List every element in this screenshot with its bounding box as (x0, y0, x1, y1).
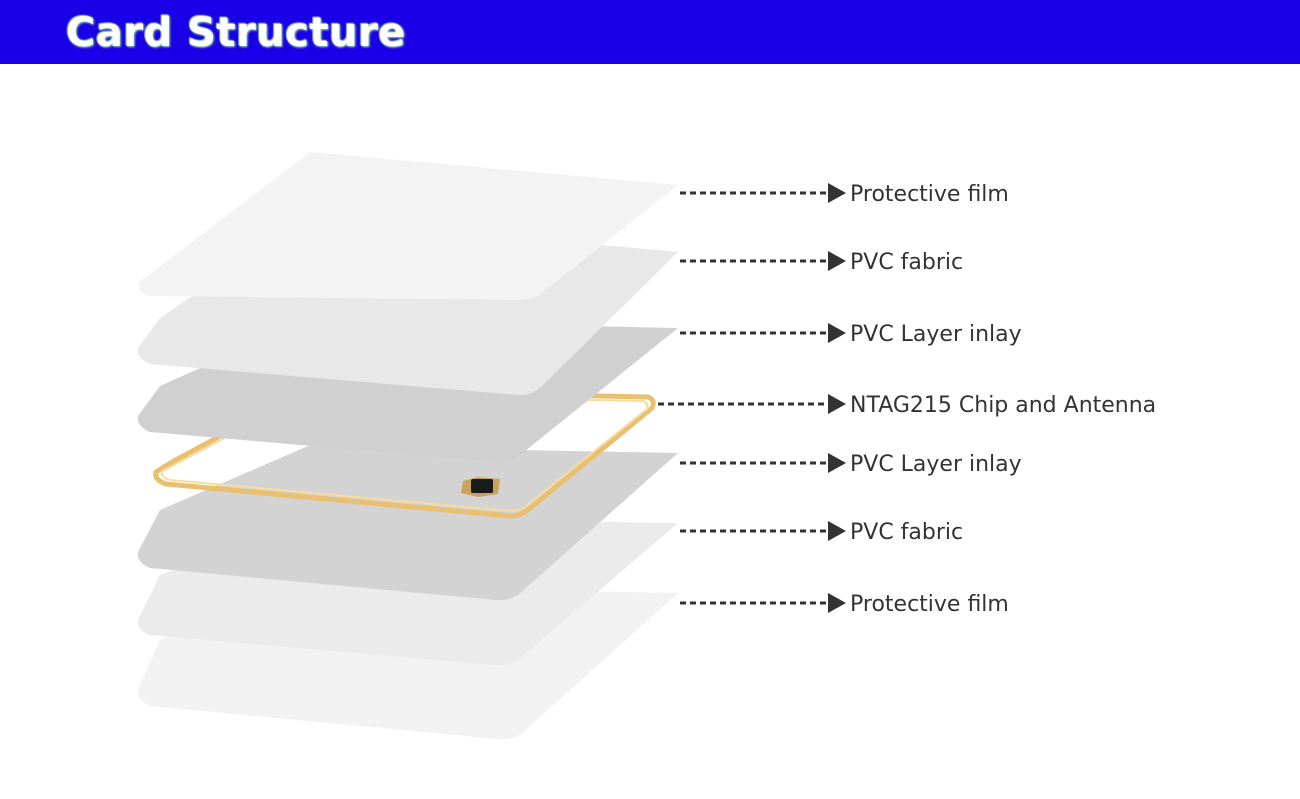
page-title: Card Structure (66, 10, 406, 56)
layer-label: Protective film (850, 182, 1009, 207)
arrow-right-icon (828, 453, 846, 473)
layer-sheet-protective-film-top (138, 152, 678, 300)
arrow-right-icon (828, 521, 846, 541)
layer-label: NTAG215 Chip and Antenna (850, 393, 1156, 418)
layer-leader-lines (658, 183, 846, 613)
arrow-right-icon (828, 394, 846, 414)
arrow-right-icon (828, 251, 846, 271)
layer-label: PVC fabric (850, 520, 963, 545)
layer-label: PVC fabric (850, 250, 963, 275)
antenna-coil (153, 387, 656, 519)
layer-label: Protective film (850, 592, 1009, 617)
arrow-right-icon (828, 183, 846, 203)
ntag215-chip-icon (461, 477, 500, 497)
arrow-right-icon (828, 323, 846, 343)
layer-label: PVC Layer inlay (850, 452, 1022, 477)
layer-sheet-pvc-inlay-bottom (137, 446, 678, 601)
layer-label: PVC Layer inlay (850, 322, 1022, 347)
arrow-right-icon (828, 593, 846, 613)
header-banner: Card Structure (0, 0, 1300, 64)
